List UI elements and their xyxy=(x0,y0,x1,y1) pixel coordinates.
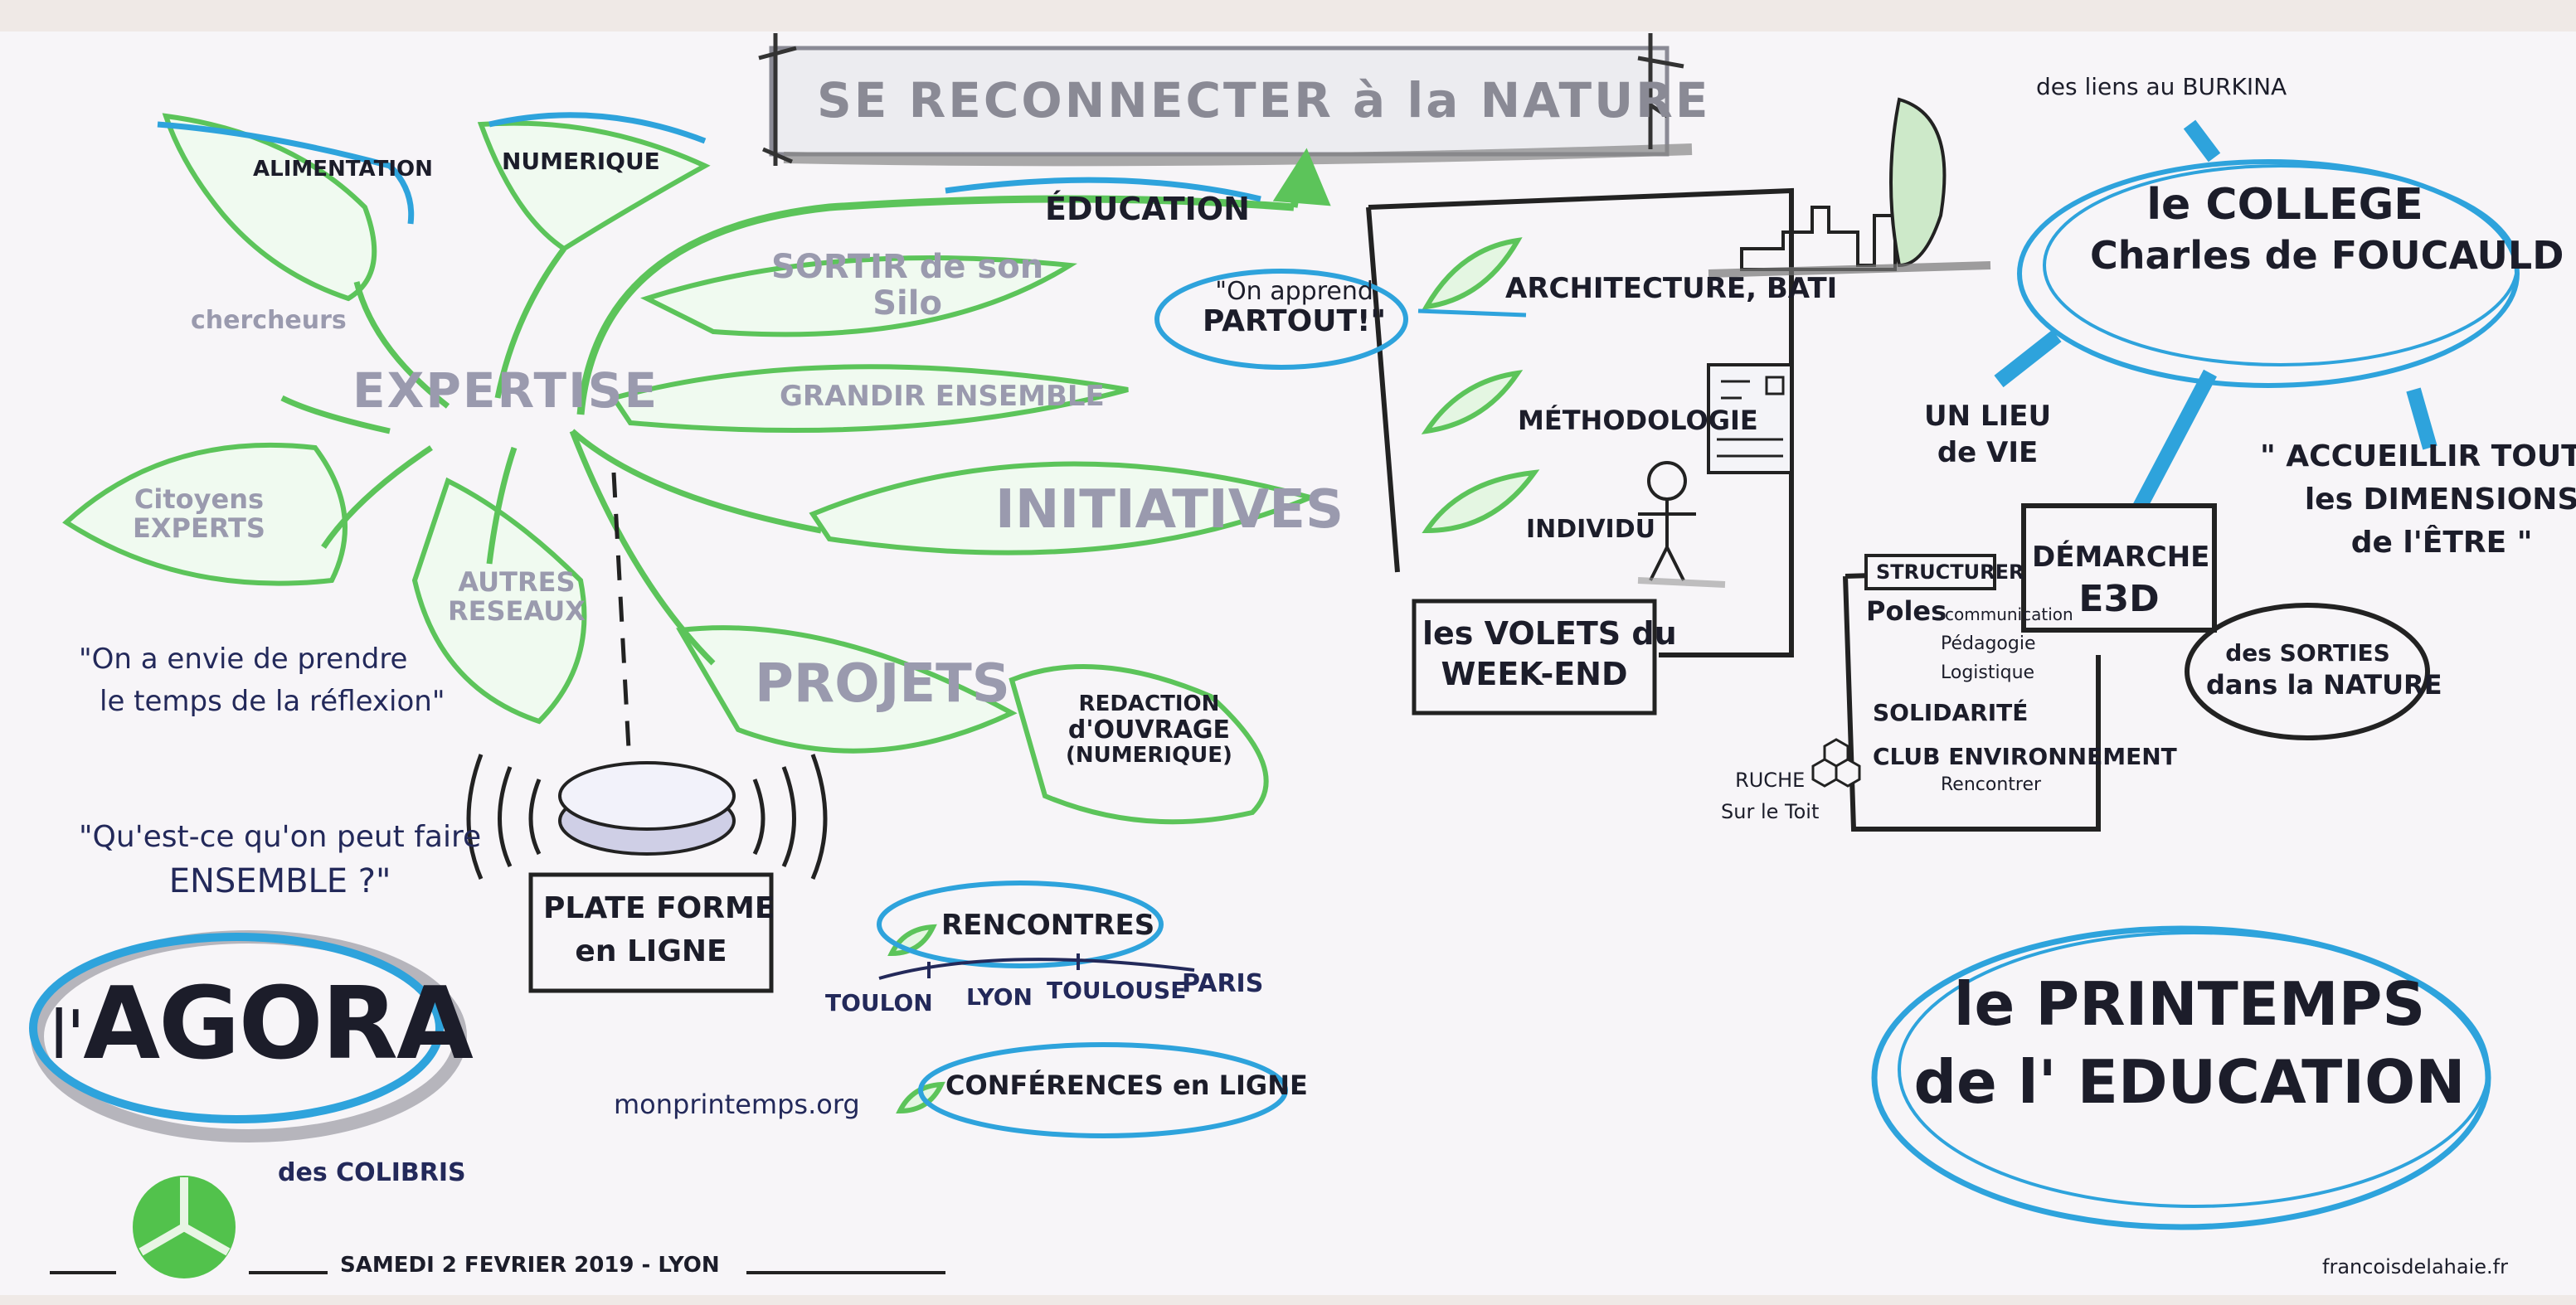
signal-waves-right xyxy=(752,754,828,880)
city-toulouse: TOULOUSE xyxy=(1047,977,1187,1004)
rencontres-oval xyxy=(877,881,1164,968)
pole-item-logistique: Logistique xyxy=(1941,662,2035,683)
college-lieu: UN LIEU de VIE xyxy=(1924,400,2052,470)
college-name: le COLLEGE Charles de FOUCAULD xyxy=(2090,180,2564,278)
leaf-numerique xyxy=(477,120,711,252)
leaf-sortir xyxy=(640,255,1078,337)
mindmap-autres: AUTRES RESEAUX xyxy=(448,566,586,628)
agora-oval-blue xyxy=(29,933,444,1123)
printemps-oval-inner xyxy=(1898,931,2490,1208)
college-rays xyxy=(1994,119,2437,535)
leaf-alimentation xyxy=(162,113,377,302)
signal-waves-left xyxy=(466,754,542,880)
page-title: SE RECONNECTER à la NATURE xyxy=(817,72,1711,129)
sorties-label: des SORTIES dans la NATURE xyxy=(2206,639,2442,701)
city-skyline xyxy=(1740,206,1897,271)
pole-item-communication: communication xyxy=(1945,604,2073,624)
mindmap-numerique: NUMERIQUE xyxy=(502,148,660,175)
mindmap-projets: PROJETS xyxy=(755,653,1010,715)
ground-line xyxy=(1708,261,1991,278)
conference-oval xyxy=(918,1042,1288,1138)
quote-partout: "On apprend PARTOUT!" xyxy=(1203,277,1387,338)
college-oval-inner xyxy=(2043,164,2519,366)
weekend-architecture: ARCHITECTURE, BATI xyxy=(1505,272,1838,305)
platform-box xyxy=(528,872,774,993)
city-toulon: TOULON xyxy=(825,989,933,1016)
website-link[interactable]: monprintemps.org xyxy=(614,1089,860,1120)
weekend-frame-left xyxy=(1366,206,1400,573)
rencontrer-label: Rencontrer xyxy=(1941,774,2042,795)
platform-disc-top xyxy=(558,761,736,831)
partout-oval xyxy=(1154,269,1408,370)
mindmap-chercheurs: chercheurs xyxy=(191,306,347,335)
club-label: CLUB ENVIRONNEMENT xyxy=(1873,743,2177,770)
pole-item-pedagogie: Pédagogie xyxy=(1941,633,2036,654)
weekend-individu: INDIVIDU xyxy=(1526,515,1655,544)
leaf-redaction xyxy=(1009,664,1269,825)
weekend-label: les VOLETS du WEEK-END xyxy=(1422,615,1677,693)
rencontres-lines xyxy=(878,953,1195,980)
quote-reflexion: "On a envie de prendre le temps de la ré… xyxy=(79,643,445,718)
mindmap-shapes xyxy=(62,113,1540,1114)
quote-ensemble: "Qu'est-ce qu'on peut faire ENSEMBLE ?" xyxy=(79,820,482,901)
college-accueillir: " ACCUEILLIR TOUTES les DIMENSIONS de l'… xyxy=(2260,439,2576,560)
printemps-label: le PRINTEMPS de l' EDUCATION xyxy=(1913,969,2466,1117)
city-paris: PARIS xyxy=(1182,969,1264,998)
tree-leaf xyxy=(1889,97,1947,268)
weekend-label-box xyxy=(1412,599,1657,716)
demarche-label: DÉMARCHE E3D xyxy=(2032,541,2210,621)
platform-label: PLATE FORME en LIGNE xyxy=(543,891,775,969)
mindmap-sortir: SORTIR de son Silo xyxy=(771,248,1044,323)
solidarite-label: SOLIDARITÉ xyxy=(1873,699,2029,726)
structurer-label: STRUCTURER xyxy=(1876,560,2024,584)
weekend-methodologie: MÉTHODOLOGIE xyxy=(1518,405,1758,436)
mindmap-center: EXPERTISE xyxy=(352,362,659,419)
branch-education xyxy=(576,195,1295,415)
mindmap-initiatives: INITIATIVES xyxy=(995,479,1344,541)
person-figure xyxy=(1638,461,1696,581)
title-banner xyxy=(769,46,1670,157)
footer-date: SAMEDI 2 FEVRIER 2019 - LYON xyxy=(340,1253,720,1278)
poles-label: Poles xyxy=(1866,595,1947,627)
branch-left-stems xyxy=(280,246,566,565)
conference-label: CONFÉRENCES en LIGNE xyxy=(945,1070,1308,1101)
title-branch-left xyxy=(758,33,797,166)
methodology-board xyxy=(1707,363,1793,474)
mindmap-education: ÉDUCATION xyxy=(1045,191,1250,227)
beehive-icon xyxy=(1811,738,1861,788)
title-banner-underline xyxy=(783,143,1693,167)
mindmap-grandir: GRANDIR ENSEMBLE xyxy=(780,380,1105,413)
platform-stem xyxy=(611,472,633,780)
signature: francoisdelahaie.fr xyxy=(2322,1255,2508,1278)
college-liens: des liens au BURKINA xyxy=(2036,73,2287,100)
mindmap-redaction: REDACTION d'OUVRAGE (NUMERIQUE) xyxy=(1066,691,1232,768)
ruche-label: RUCHE Sur le Toit xyxy=(1721,769,1820,824)
mindmap-citoyens: Citoyens EXPERTS xyxy=(133,483,265,545)
arrow-head xyxy=(1272,148,1331,206)
mindmap-blue-accents xyxy=(157,112,1261,225)
structurer-label-box xyxy=(1864,554,1996,590)
weekend-leaves xyxy=(1421,237,1540,534)
leaf-grandir xyxy=(610,364,1129,433)
city-lyon: LYON xyxy=(966,983,1033,1011)
agora-subtitle: des COLIBRIS xyxy=(278,1158,466,1187)
demarche-box xyxy=(2021,503,2217,633)
leaf-citoyens xyxy=(62,442,348,586)
rencontres-label: RENCONTRES xyxy=(941,909,1155,942)
agora-title: l'AGORA xyxy=(50,967,474,1082)
mindmap-alimentation: ALIMENTATION xyxy=(253,157,433,182)
quote-pointer xyxy=(1417,308,1527,318)
branch-right-stems xyxy=(569,429,822,666)
leaf-initiatives xyxy=(809,461,1319,555)
title-branch-right xyxy=(1637,33,1684,149)
sorties-oval xyxy=(2185,603,2430,740)
leaf-projets xyxy=(676,625,1018,754)
leaf-autres xyxy=(411,477,587,725)
